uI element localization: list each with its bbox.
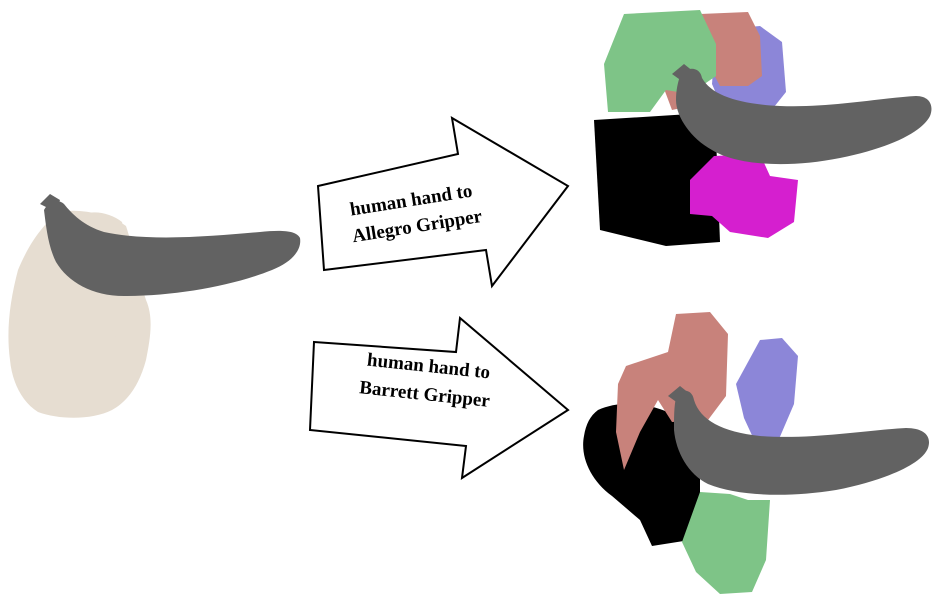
- banana: [674, 390, 930, 495]
- banana-stem: [40, 194, 60, 212]
- barrett-finger-green: [682, 492, 770, 594]
- banana: [676, 68, 932, 165]
- barrett-finger-red: [616, 312, 728, 470]
- arrow-shape: [308, 316, 570, 480]
- human-thumb: [108, 297, 148, 360]
- allegro-thumb-magenta: [690, 154, 798, 238]
- arrow-allegro: human hand to Allegro Gripper: [316, 116, 570, 289]
- allegro-palm: [594, 114, 720, 246]
- banana: [44, 201, 301, 296]
- barrett-finger-blue: [736, 338, 798, 446]
- banana-stem: [668, 386, 690, 406]
- barrett-gripper-grasp: [583, 312, 930, 594]
- arrow-barrett: human hand to Barrett Gripper: [308, 316, 570, 480]
- allegro-gripper-grasp: [594, 10, 932, 246]
- human-hand-grasp: [8, 194, 301, 418]
- arrow-shape: [316, 116, 570, 289]
- barrett-palm: [583, 403, 700, 546]
- banana-stem: [672, 64, 694, 84]
